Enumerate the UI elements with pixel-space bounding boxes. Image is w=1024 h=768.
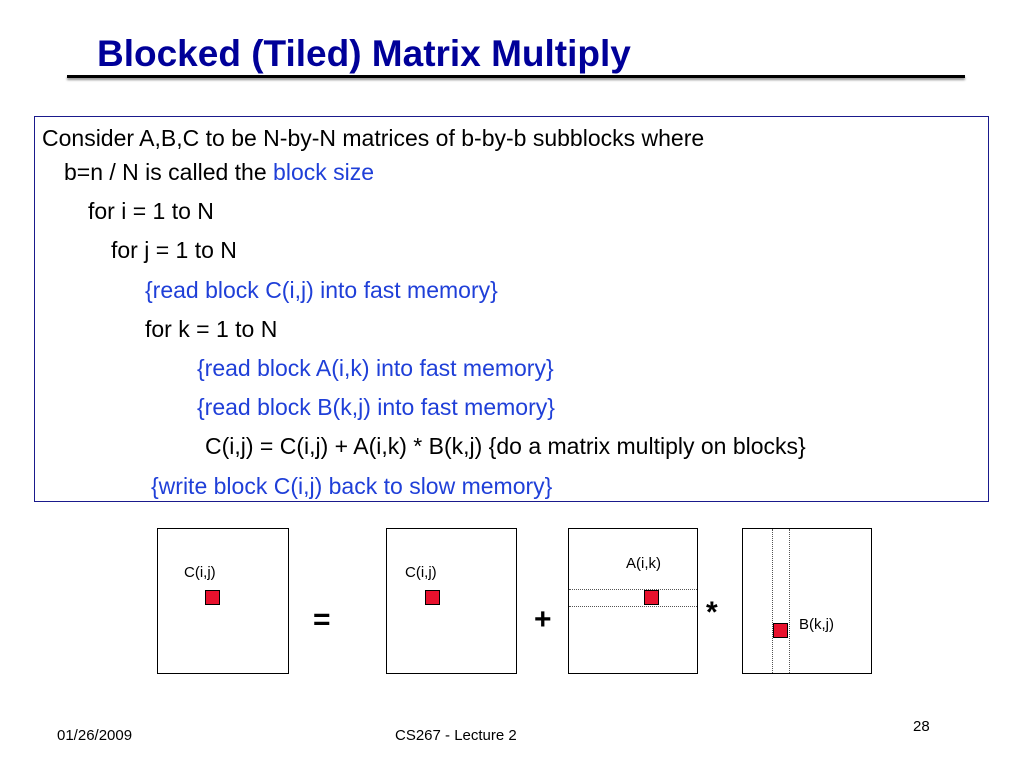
matrix-a bbox=[568, 528, 698, 674]
page-number: 28 bbox=[913, 718, 930, 735]
matrix-b bbox=[742, 528, 872, 674]
block-a bbox=[644, 590, 659, 605]
matrix-a-row-band bbox=[569, 589, 697, 607]
matrix-b-column-band bbox=[772, 529, 790, 673]
matrix-c-right-label: C(i,j) bbox=[405, 564, 437, 581]
code-box bbox=[34, 116, 989, 502]
matrix-c-left bbox=[157, 528, 289, 674]
footer-course: CS267 - Lecture 2 bbox=[395, 727, 517, 744]
read-a-line: {read block A(i,k) into fast memory} bbox=[197, 355, 554, 381]
intro-line: Consider A,B,C to be N-by-N matrices of … bbox=[42, 125, 705, 151]
footer-date: 01/26/2009 bbox=[57, 727, 133, 744]
loop-i-line: for i = 1 to N bbox=[88, 198, 214, 224]
matrix-c-left-label: C(i,j) bbox=[184, 564, 216, 581]
block-size-term: block size bbox=[273, 159, 375, 185]
slide-title: Blocked (Tiled) Matrix Multiply bbox=[97, 33, 631, 74]
block-c-right bbox=[425, 590, 440, 605]
title-underline bbox=[67, 75, 965, 78]
matrix-a-label: A(i,k) bbox=[626, 555, 661, 572]
plus-sign: + bbox=[534, 603, 552, 636]
matrix-b-label: B(k,j) bbox=[799, 616, 834, 633]
block-b bbox=[773, 623, 788, 638]
loop-k-line: for k = 1 to N bbox=[145, 316, 278, 342]
block-size-line: b=n / N is called the block size bbox=[64, 158, 374, 186]
multiply-line: C(i,j) = C(i,j) + A(i,k) * B(k,j) {do a … bbox=[205, 433, 806, 459]
matrix-c-right bbox=[386, 528, 517, 674]
times-sign: * bbox=[706, 596, 718, 629]
block-size-prefix: b=n / N is called the bbox=[64, 159, 274, 185]
loop-j-line: for j = 1 to N bbox=[111, 237, 237, 263]
block-c-left bbox=[205, 590, 220, 605]
equals-sign: = bbox=[313, 603, 331, 636]
read-b-line: {read block B(k,j) into fast memory} bbox=[197, 394, 555, 420]
read-c-line: {read block C(i,j) into fast memory} bbox=[145, 277, 498, 303]
write-c-line: {write block C(i,j) back to slow memory} bbox=[151, 473, 553, 499]
